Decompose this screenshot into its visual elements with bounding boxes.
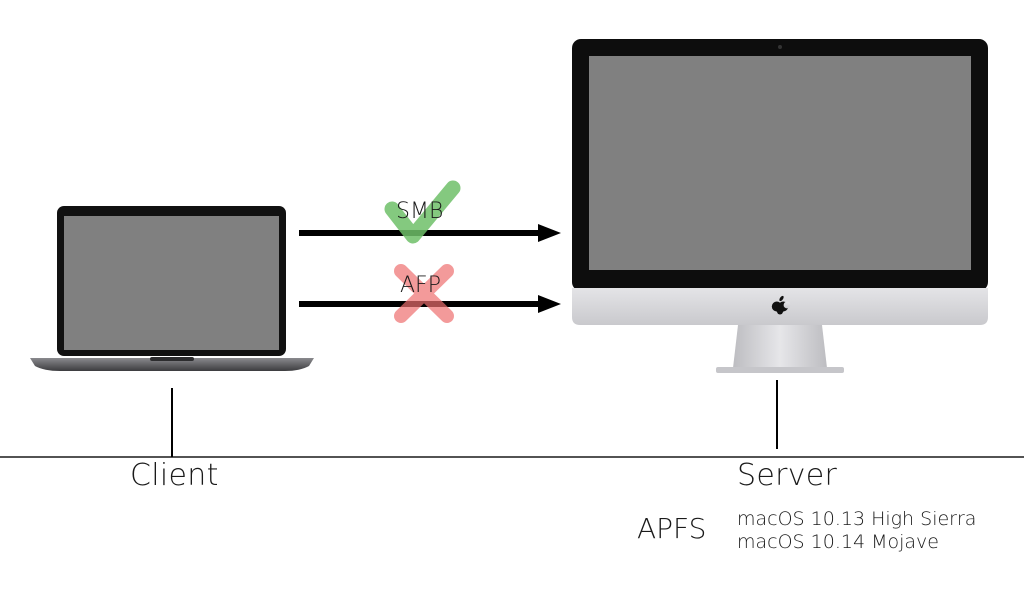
os-version-item: macOS 10.14 Mojave (737, 531, 939, 553)
smb-label: SMB (396, 199, 444, 224)
filesystem-label: APFS (637, 512, 707, 545)
os-version-item: macOS 10.13 High Sierra (737, 508, 977, 530)
imac-icon (572, 39, 988, 373)
check-icon (384, 180, 461, 244)
client-label: Client (130, 458, 219, 493)
os-version-list: macOS 10.13 High Sierra macOS 10.14 Moja… (737, 508, 976, 554)
laptop-icon (30, 206, 314, 371)
cross-icon (394, 264, 454, 323)
afp-label: AFP (400, 273, 441, 298)
server-label: Server (737, 458, 838, 493)
apple-logo-icon (771, 295, 791, 315)
